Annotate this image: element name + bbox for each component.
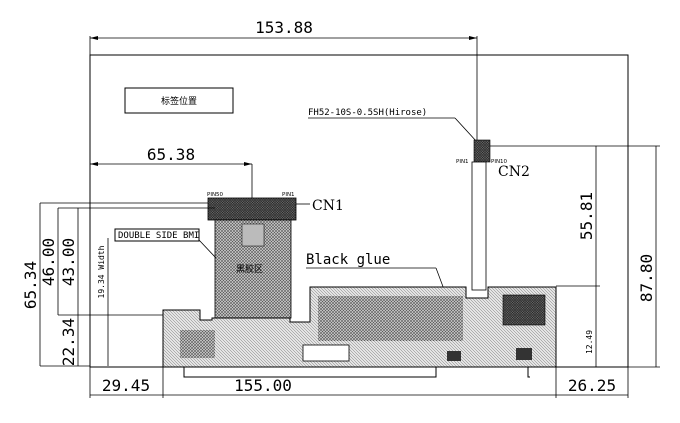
label-position-text: 标签位置: [161, 95, 197, 107]
dim-overall-width-text: 153.88: [255, 18, 313, 37]
dim-bottom-horizontals: 29.45 155.00 26.25: [89, 367, 629, 398]
dim-29-text: 29.45: [102, 376, 150, 395]
cn2-label: CN2: [498, 164, 530, 180]
bottom-tabs: [183, 367, 530, 378]
cn1-label: CN1: [312, 198, 344, 214]
dim-87-text: 87.80: [637, 254, 656, 302]
cn2-connector: PIN1 PIN10 CN2: [456, 139, 530, 291]
label-position-box: 标签位置: [124, 87, 234, 114]
double-side-label: DOUBLE SIDE BMI: [114, 228, 217, 259]
dim-55-text: 55.81: [577, 192, 596, 240]
double-side-text: DOUBLE SIDE BMI: [118, 231, 199, 241]
dim-22-text: 22.34: [59, 318, 78, 366]
black-glue-text: Black glue: [306, 252, 390, 268]
dim-65-text: 65.34: [21, 261, 40, 309]
dim-26-text: 26.25: [568, 376, 616, 395]
dim-cn1-offset: 65.38: [90, 145, 253, 198]
dim-46-text: 46.00: [39, 238, 58, 286]
pcb-board: [162, 286, 557, 368]
dim-12-text: 12.49: [585, 330, 594, 354]
connector-spec: FH52-10S-0.5SH(Hirose): [308, 108, 478, 143]
connector-spec-text: FH52-10S-0.5SH(Hirose): [308, 108, 427, 118]
fpc-marking: 黑胶区: [236, 263, 263, 275]
dim-fpc-width-text: 19.34 Width: [97, 245, 106, 298]
cn1-pin50-label: PIN50: [207, 192, 224, 198]
dim-right-verticals: 55.81 87.80 12.49: [490, 145, 660, 368]
dim-cn1-offset-text: 65.38: [147, 145, 195, 164]
cn2-pin10-label: PIN10: [491, 159, 508, 165]
cn1-fpc: 黑胶区: [214, 219, 292, 319]
black-glue-label: Black glue: [306, 252, 449, 301]
cn1-connector: PIN50 PIN1 CN1: [207, 192, 344, 221]
cn1-pin1-label: PIN1: [282, 192, 295, 198]
dim-43-text: 43.00: [59, 238, 78, 286]
cn2-pin1-label: PIN1: [456, 159, 469, 165]
dim-overall-width: 153.88: [89, 18, 478, 140]
dim-left-verticals: 65.34 46.00 43.00 22.34 19.34 Width: [21, 202, 215, 367]
dim-155-text: 155.00: [234, 376, 292, 395]
cn2-fpc-tail: [471, 161, 487, 291]
